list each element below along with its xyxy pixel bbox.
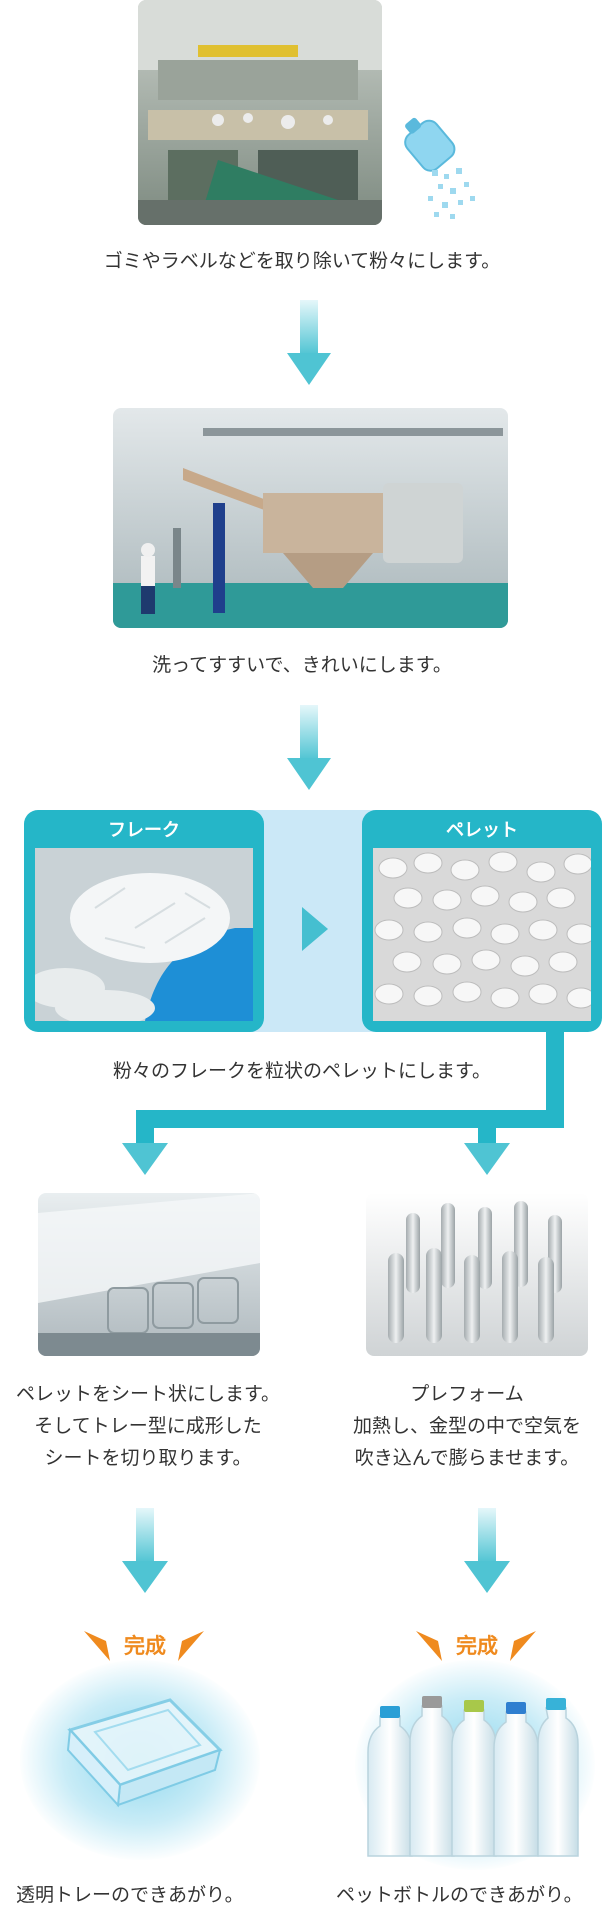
- flake-photo: [35, 848, 253, 1021]
- washing-facility-photo: [113, 408, 508, 628]
- sorting-facility-photo: [138, 0, 382, 225]
- bottle-crush-icon: [398, 112, 490, 224]
- flake-label: フレーク: [24, 816, 264, 842]
- tray-line-2: そしてトレー型に成形した: [0, 1410, 296, 1442]
- pellet-label: ペレット: [362, 816, 602, 842]
- down-arrow-bottle: [464, 1508, 510, 1593]
- tray-sheet-photo: [38, 1193, 260, 1356]
- tray-line-1: ペレットをシート状にします。: [0, 1378, 296, 1410]
- branch-connector: [0, 1030, 604, 1175]
- pet-bottles-icon: [366, 1686, 586, 1864]
- pellet-frame: ペレット: [362, 810, 602, 1032]
- flake-frame: フレーク: [24, 810, 264, 1032]
- bottle-line-3: 吹き込んで膨らませます。: [330, 1442, 604, 1474]
- bottle-line-1: プレフォーム: [330, 1378, 604, 1410]
- down-arrow-tray: [122, 1508, 168, 1593]
- tray-final-caption: 透明トレーのできあがり。: [16, 1880, 244, 1907]
- step1-caption: ゴミやラベルなどを取り除いて粉々にします。: [0, 246, 604, 273]
- down-arrow-2: [287, 705, 331, 790]
- pellet-photo: [373, 848, 591, 1021]
- tray-complete-label: 完成: [100, 1630, 190, 1660]
- bottle-complete-label: 完成: [432, 1630, 522, 1660]
- down-arrow-1: [287, 300, 331, 385]
- bottle-line-2: 加熱し、金型の中で空気を: [330, 1410, 604, 1442]
- step2-caption: 洗ってすすいで、きれいにします。: [0, 650, 604, 677]
- play-arrow-icon: [302, 907, 328, 951]
- tray-line-3: シートを切り取ります。: [0, 1442, 296, 1474]
- preform-photo: [366, 1193, 588, 1356]
- bottle-final-caption: ペットボトルのできあがり。: [336, 1880, 583, 1907]
- clear-tray-icon: [50, 1690, 230, 1820]
